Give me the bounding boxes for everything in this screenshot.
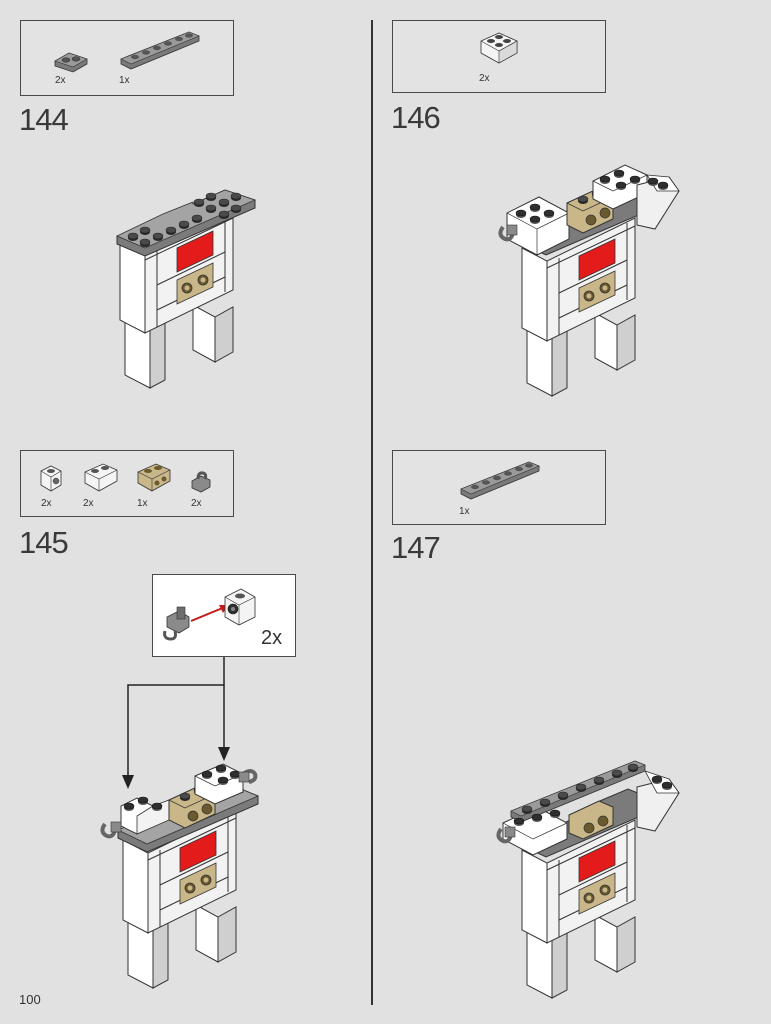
part-qty: 2x [479, 73, 490, 84]
step-number: 145 [19, 525, 69, 560]
part-qty: 2x [83, 498, 94, 509]
model-step-144 [116, 189, 257, 389]
parts-box-step-147: 1x [392, 450, 606, 525]
plate-1x6-dark-gray-icon [460, 461, 540, 500]
parts-box-step-144: 2x 1x [20, 20, 234, 96]
model-step-147 [496, 760, 680, 999]
instruction-arrows [122, 657, 230, 789]
page-divider [371, 20, 373, 1005]
part-qty: 2x [55, 75, 66, 86]
callout-qty: 2x [261, 627, 283, 649]
slope-white-icon [480, 32, 518, 64]
clip-into-brick-diagram [163, 588, 256, 641]
part-qty: 2x [41, 498, 52, 509]
parts-box-step-146: 2x [392, 20, 606, 93]
part-qty: 1x [119, 75, 130, 86]
model-step-146 [498, 164, 680, 397]
brick-1x2-white-icon [84, 463, 118, 492]
parts-box-step-145: 2x 2x 1x 2x [20, 450, 234, 517]
plate-1x2-dark-gray-icon [54, 52, 88, 73]
step-number: 146 [391, 100, 441, 135]
step-number: 144 [19, 102, 69, 137]
plate-1x6-dark-gray-icon [120, 31, 200, 70]
model-step-145 [100, 763, 260, 989]
clip-dark-gray-icon [191, 471, 211, 493]
sub-assembly-callout: 2x [152, 574, 296, 657]
part-qty: 1x [459, 506, 470, 517]
brick-1x1-stud-side-white-icon [40, 465, 62, 492]
page-number: 100 [19, 992, 41, 1007]
part-qty: 1x [137, 498, 148, 509]
brick-1x2-studs-side-tan-icon [137, 463, 171, 492]
step-number: 147 [391, 530, 441, 565]
part-qty: 2x [191, 498, 202, 509]
